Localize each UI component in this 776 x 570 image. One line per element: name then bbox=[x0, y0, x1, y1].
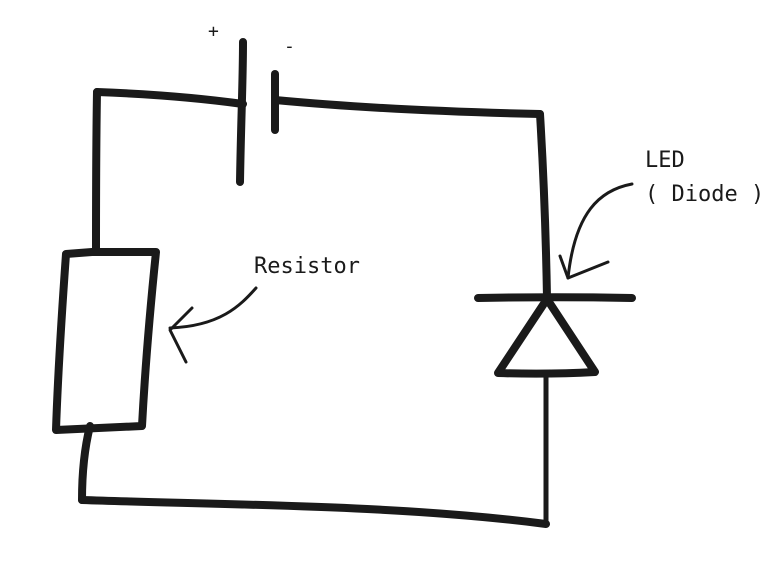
wire-right-down-to-led bbox=[536, 110, 551, 302]
led-triangle bbox=[494, 295, 599, 378]
resistor-body bbox=[52, 248, 160, 434]
led-symbol bbox=[474, 293, 636, 378]
circuit-wires bbox=[78, 88, 551, 528]
resistor-annotation: Resistor bbox=[168, 254, 360, 364]
led-arrow-head bbox=[558, 254, 610, 280]
led-arrow-curve bbox=[566, 182, 634, 280]
battery-positive-sign: + bbox=[208, 21, 219, 42]
wire-battery-to-right bbox=[271, 96, 544, 118]
led-label-line1: LED bbox=[645, 148, 685, 173]
wire-bottom bbox=[78, 496, 550, 528]
battery-negative-sign: - bbox=[284, 36, 295, 57]
led-label-line2: ( Diode ) bbox=[645, 182, 764, 207]
resistor-symbol bbox=[52, 248, 160, 434]
led-annotation: LED ( Diode ) bbox=[558, 148, 764, 280]
resistor-label: Resistor bbox=[254, 254, 360, 279]
led-bar bbox=[474, 293, 636, 302]
resistor-arrow-head bbox=[168, 306, 194, 364]
battery-positive-plate bbox=[236, 38, 247, 186]
wire-battery-to-left bbox=[93, 88, 247, 108]
resistor-arrow-curve bbox=[168, 286, 258, 330]
wire-left-down-to-resistor bbox=[92, 88, 101, 254]
wire-resistor-down bbox=[78, 422, 94, 504]
